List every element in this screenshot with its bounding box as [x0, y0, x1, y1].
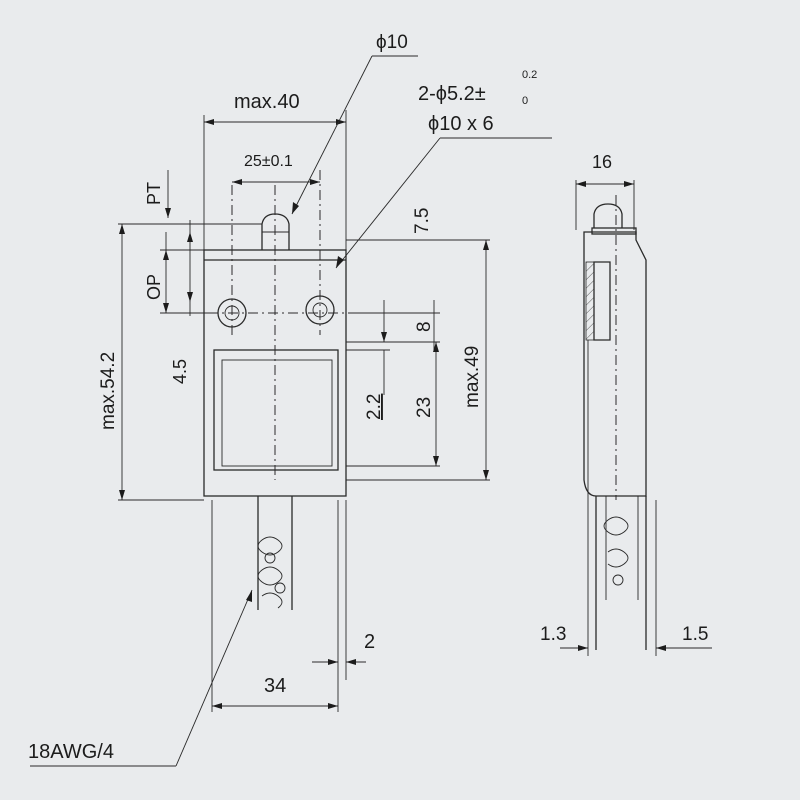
label-d34: 34: [264, 675, 286, 697]
label-awg: 18AWG/4: [28, 741, 114, 763]
label-pt: PT: [144, 182, 164, 205]
leader-lines: [30, 55, 552, 767]
label-max542: max.54.2: [98, 352, 119, 430]
label-d8: 8: [414, 321, 435, 332]
label-phi10: ϕ10: [376, 32, 408, 53]
side-view-body: [583, 231, 647, 497]
cable: [257, 496, 293, 610]
switch-window: [213, 349, 339, 471]
dimension-lines: [119, 119, 489, 709]
front-view: [203, 170, 350, 610]
label-tol-upper: 0.2: [522, 69, 537, 81]
label-d22: 2.2: [364, 394, 385, 420]
label-op: OP: [144, 274, 164, 300]
label-d13: 1.3: [540, 624, 566, 645]
label-d15: 1.5: [682, 624, 708, 645]
label-d45: 4.5: [170, 359, 190, 384]
label-hole-depth: ϕ10 x 6: [428, 113, 494, 135]
side-view: [560, 180, 712, 656]
label-d2: 2: [364, 631, 375, 653]
label-tol-lower: 0: [522, 95, 528, 107]
label-d75: 7.5: [412, 208, 433, 234]
dimension-labels: ϕ10 max.40 2-ϕ5.2± 0.2 0 ϕ10 x 6 25±0.1 …: [28, 32, 708, 763]
label-d25: 25±0.1: [244, 153, 293, 170]
label-max49: max.49: [462, 346, 483, 408]
label-d16: 16: [592, 152, 612, 172]
label-d23: 23: [414, 397, 435, 418]
label-max40: max.40: [234, 91, 300, 113]
label-hole-spec: 2-ϕ5.2±: [418, 83, 486, 105]
